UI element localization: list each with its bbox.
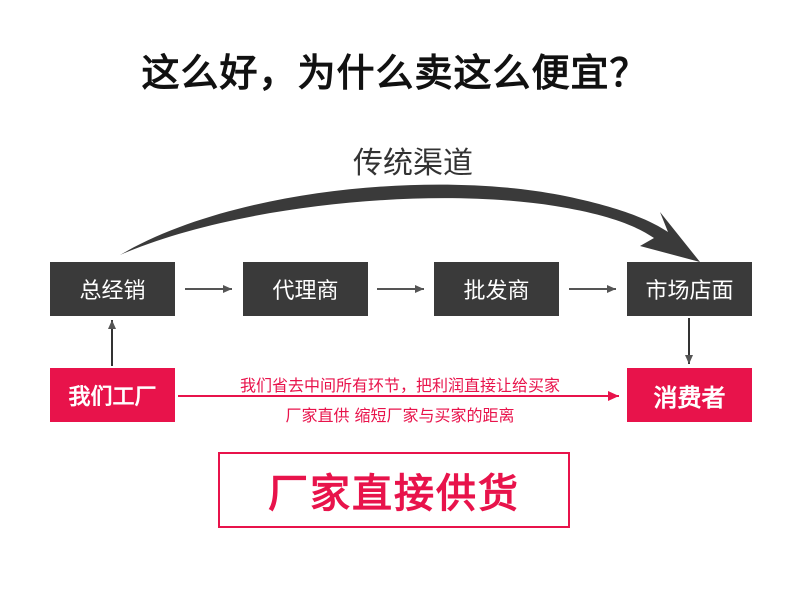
direct-note-line2: 厂家直供 缩短厂家与买家的距离: [285, 406, 515, 425]
node-distributor: 总经销: [50, 262, 175, 316]
node-factory: 我们工厂: [50, 368, 175, 422]
node-agent: 代理商: [243, 262, 368, 316]
traditional-channel-label: 传统渠道: [353, 146, 473, 181]
traditional-channel-arc: [120, 184, 700, 262]
node-consumer: 消费者: [627, 368, 752, 422]
headline: 这么好，为什么卖这么便宜？: [141, 51, 649, 95]
node-wholesaler: 批发商: [434, 262, 559, 316]
node-store: 市场店面: [627, 262, 752, 316]
direct-note-line1: 我们省去中间所有环节，把利润直接让给买家: [239, 376, 560, 395]
factory-direct-banner: 厂家直接供货: [218, 452, 570, 528]
